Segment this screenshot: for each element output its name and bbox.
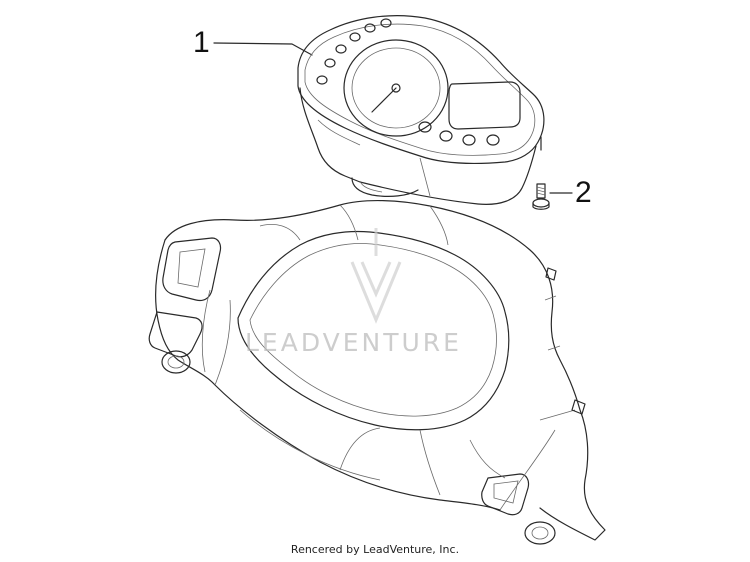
leader-line-1 [213,42,313,56]
callout-label-1: 1 [193,26,210,59]
watermark-logo [350,228,402,324]
footer-credit: Rencered by LeadVenture, Inc. [290,543,460,556]
handlebar-cover-drawing [148,200,606,545]
watermark-text: LEADVENTURE [245,328,462,357]
callout-label-2: 2 [575,176,592,209]
screw-drawing [532,136,550,210]
instrument-cluster-drawing [297,15,545,205]
